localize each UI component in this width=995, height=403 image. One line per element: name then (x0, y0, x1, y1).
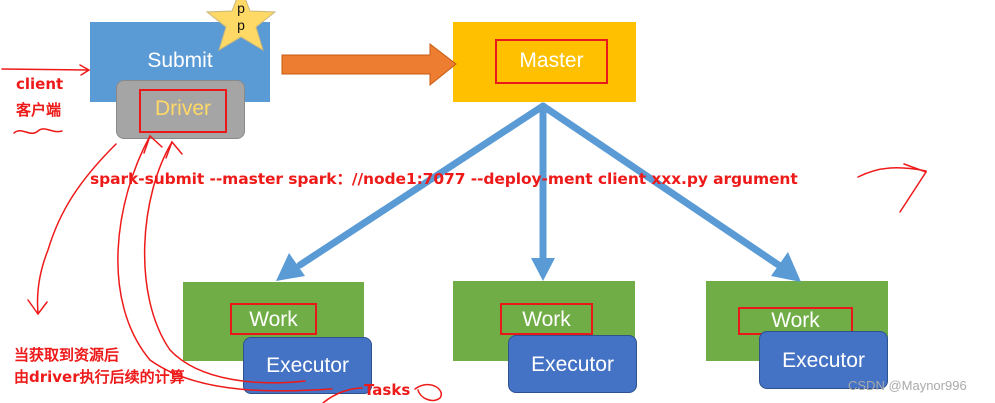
client-label: client (16, 75, 64, 93)
star-badge-text: p p (233, 0, 249, 34)
work-highlight-2 (500, 303, 593, 335)
executor-label-1: Executor (266, 354, 349, 377)
master-highlight (495, 39, 608, 84)
executor-label-3: Executor (782, 349, 865, 372)
tail-arrow-right (857, 163, 928, 213)
resource-note-line-1: 当获取到资源后 (14, 346, 120, 364)
driver-arrowhead-2 (165, 140, 183, 159)
arrowhead-worker-2 (531, 258, 555, 281)
executor-node-3: Executor (759, 331, 888, 389)
submit-label: Submit (147, 49, 213, 72)
badge-line-1: p (237, 0, 245, 16)
executor-node-1: Executor (243, 337, 372, 394)
work-label-1: Work (249, 308, 298, 331)
submit-to-master-arrow (281, 42, 457, 87)
tasks-label: Tasks (364, 381, 411, 399)
work-label-2: Work (522, 308, 571, 331)
work-label-3: Work (771, 309, 820, 332)
resource-note-line-2: 由driver执行后续的计算 (14, 368, 185, 386)
client-pointer-line (1, 64, 91, 76)
badge-line-2: p (237, 17, 245, 33)
client-cn-label: 客户端 (16, 101, 62, 119)
arrowhead-worker-1 (276, 253, 305, 281)
driver-label: Driver (155, 97, 211, 120)
executor-node-2: Executor (508, 335, 637, 393)
master-label: Master (519, 49, 584, 72)
client-underline (13, 128, 63, 135)
master-node (453, 22, 636, 102)
command-annotation: spark-submit --master spark：//node1:7077… (90, 170, 798, 188)
tasks-swirl (414, 383, 443, 402)
arrowhead-worker-3 (771, 252, 801, 282)
watermark: CSDN @Maynor996 (848, 378, 967, 393)
driver-highlight (139, 89, 227, 133)
executor-label-2: Executor (531, 353, 614, 376)
